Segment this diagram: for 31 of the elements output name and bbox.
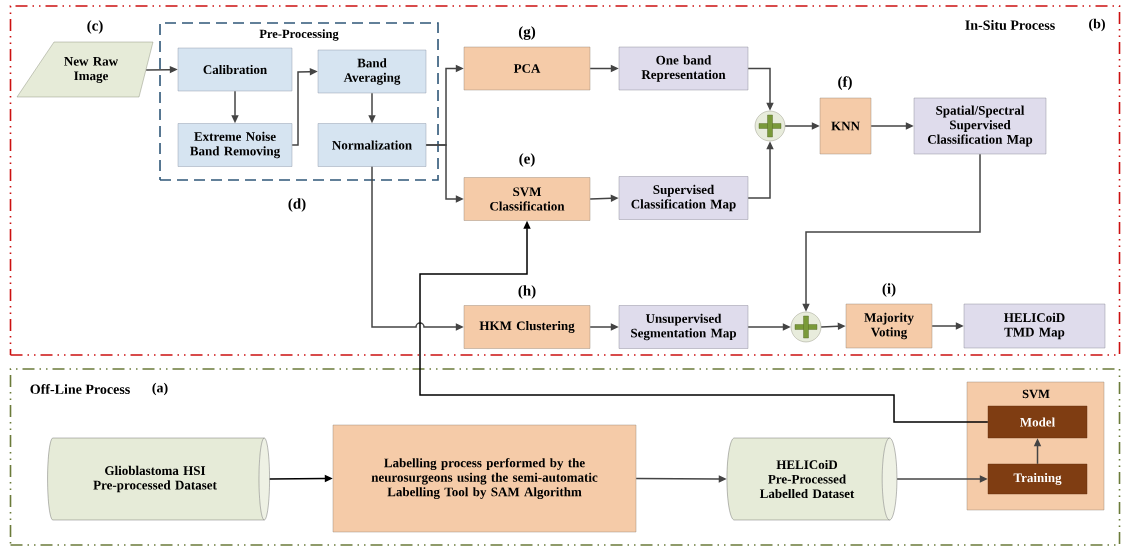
- panel-letter: (f): [838, 76, 852, 90]
- output-box: Supervised Classification Map: [618, 176, 749, 220]
- process-box: Calibration: [177, 47, 293, 92]
- sum-circle: [790, 311, 822, 343]
- sum-circle: [754, 110, 786, 142]
- output-box: Unsupervised Segmentation Map: [618, 305, 749, 349]
- panel-letter: (h): [518, 285, 536, 299]
- process-box: HKM Clustering: [463, 305, 591, 349]
- process-box: Majority Voting: [845, 303, 933, 349]
- input-parallelogram: New Raw Image: [16, 41, 154, 98]
- output-box: Spatial/Spectral Supervised Classification Map: [913, 97, 1047, 155]
- process-box: KNN: [819, 97, 872, 155]
- model-box: Model: [987, 405, 1088, 439]
- process-box: Normalization: [317, 123, 427, 167]
- process-box: Band Averaging: [317, 49, 427, 94]
- panel-letter: (e): [519, 153, 535, 167]
- panel-letter: (d): [288, 198, 306, 212]
- model-box: Training: [987, 463, 1088, 495]
- output-box: HELICoiD TMD Map: [963, 303, 1106, 349]
- panel-letter: (i): [882, 283, 896, 297]
- panel-letter: (a): [152, 382, 168, 396]
- process-box: Labelling process performed by the neurosurgeons using the semi-automatic Labelling Tool by SAM Algorithm: [332, 424, 637, 533]
- process-box: SVM Classification: [463, 177, 591, 221]
- panel-letter: (g): [518, 26, 536, 40]
- process-box: PCA: [463, 46, 591, 91]
- process-box: Extreme Noise Band Removing: [177, 123, 293, 167]
- dataset-cylinder: Glioblastoma HSI Pre-processed Dataset: [47, 437, 270, 521]
- panel-letter: (c): [87, 20, 103, 34]
- panel-letter: (b): [1089, 18, 1105, 32]
- output-box: One band Representation: [618, 46, 749, 91]
- dataset-cylinder: HELICoiD Pre-Processed Labelled Dataset: [726, 437, 898, 521]
